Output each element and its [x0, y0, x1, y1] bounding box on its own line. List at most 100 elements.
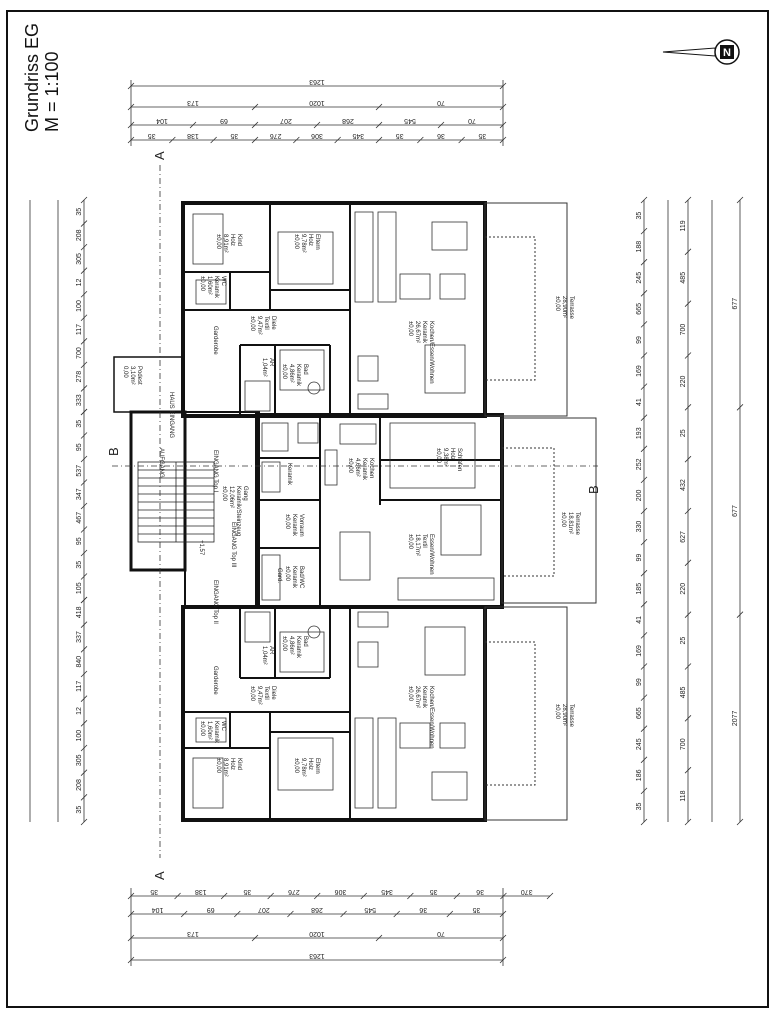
top-chain-a-dimension-label: 138: [187, 132, 199, 139]
bottom-chain-a-dimension-tick: [500, 892, 507, 900]
left-bottom-dimension-tick: [80, 621, 88, 628]
room-level: ±0,00: [281, 636, 287, 652]
top-sub-dimension-label: 70: [437, 99, 445, 106]
left-bottom-dimension-label: 840: [76, 656, 83, 668]
bottom-chain-a-dimension-tick: [267, 892, 274, 900]
room-finish: Holz: [449, 448, 455, 460]
right-chain-a-dimension-label: 665: [636, 303, 643, 315]
left-mid-dimension-label: 537: [76, 465, 83, 477]
left-bottom-dimension-tick: [80, 720, 88, 727]
section-lines: [112, 165, 598, 858]
top-chain-b-dimension-label: 207: [280, 117, 292, 124]
right-chain-a-dimension-label: 99: [636, 554, 643, 562]
room-name: Terrasse: [574, 512, 580, 536]
room-area: 9,38m²: [442, 448, 448, 467]
left-bottom-dimension-label: 117: [76, 681, 83, 692]
room-level: 0,00: [122, 366, 128, 378]
room-name: Terrasse: [568, 296, 574, 320]
right-chain-a-dimension-label: 245: [636, 272, 643, 284]
room-level: ±0,00: [249, 316, 255, 332]
bottom-chain-b-dimension-tick: [287, 910, 294, 918]
bottom-chain-b-dimension-label: 545: [364, 906, 376, 913]
right-chain-a-dimension-tick: [640, 290, 648, 297]
left-top-dimension-tick: [80, 267, 88, 274]
right-chain-b-dimension-tick: [684, 715, 692, 722]
interior-walls-top: [185, 205, 351, 414]
room-level: ±0,00: [249, 686, 255, 702]
room-name: AR: [268, 646, 274, 655]
top-chain-a-dimension-tick: [458, 136, 465, 144]
top-chain-b-dimension-label: 545: [404, 117, 416, 124]
bottom-chain-a-dimension-tick: [220, 892, 228, 900]
room-level: ±0,00: [284, 566, 290, 582]
furniture-top: [192, 211, 468, 412]
room-level: ±0,00: [554, 296, 560, 312]
room-area: 9,78m²: [300, 758, 306, 777]
right-chain-a-dimension-tick: [640, 632, 648, 639]
top-chain-a-dimension-label: 306: [311, 132, 323, 139]
left-bottom-dimension-label: 418: [76, 606, 83, 618]
room-finish: Keramik: [421, 686, 427, 709]
right-chain-b-dimension-tick: [684, 248, 692, 256]
top-sub-dimension-tick: [375, 103, 383, 111]
room-label: Garderobe: [212, 326, 218, 355]
interior-walls-middle: [259, 417, 500, 605]
left-bottom-dimension-label: 208: [76, 779, 83, 791]
left-top-dimension-label: 117: [76, 324, 83, 335]
room-area: 8,91m²: [222, 758, 228, 777]
right-chain-b-dimension-tick: [684, 611, 692, 618]
bottom-chain-a-dimension-label: 276: [288, 888, 300, 895]
left-mid-dimension-label: 105: [76, 582, 83, 594]
room-area: 28,90m²: [561, 296, 567, 318]
bottom-chain-a-dimension-tick: [174, 892, 181, 900]
room-finish: Textil: [263, 686, 269, 700]
top-chain-b-dimension-tick: [499, 121, 507, 129]
room-finish: Textil: [263, 316, 269, 330]
room-level: ±0,00: [215, 758, 221, 774]
right-chain-b-dimension-label: 700: [680, 324, 687, 336]
right-chain-a-dimension-label: 193: [636, 427, 643, 439]
room-level: ±0,00: [560, 512, 566, 528]
bottom-chain-b-dimension-label: 69: [207, 906, 215, 913]
section-mark-a-top: A: [152, 151, 167, 160]
right-chain-a-dimension-tick: [640, 756, 648, 764]
building-walls: [113, 201, 504, 822]
right-chain-a-dimension-tick: [640, 694, 648, 701]
top-chain-a-dimension-tick: [127, 136, 135, 144]
room-name: Gard.: [276, 568, 282, 583]
right-chain-a-dimension-label: 188: [636, 241, 643, 253]
right-chain-b-dimension-tick: [684, 559, 692, 567]
right-chain-a-dimension-label: 41: [636, 616, 643, 624]
room-name: Kochen: [368, 458, 374, 478]
room-finish: Keramik: [421, 321, 427, 344]
top-chain-a-dimension-tick: [334, 136, 341, 144]
section-mark-a-bottom: A: [152, 871, 167, 880]
room-name: Podest: [136, 366, 142, 385]
room-finish: Holz: [229, 234, 235, 246]
room-name: Gang: [242, 486, 248, 501]
room-area: 1,04m²: [261, 646, 267, 665]
left-bottom-dimension-label: 305: [76, 754, 83, 766]
right-chain-a-dimension-label: 99: [636, 336, 643, 344]
right-chain-a-dimension-label: 169: [636, 645, 643, 657]
left-top-dimension-label: 278: [76, 371, 83, 383]
right-chain-a-dimension-tick: [640, 476, 648, 484]
right-overall-dimension-tick: [736, 196, 744, 204]
left-mid-dimension-label: 347: [76, 488, 83, 500]
right-chain-a-dimension-tick: [640, 601, 648, 608]
room-area: 4,86m²: [288, 636, 294, 655]
top-chain-a-dimension-tick: [375, 136, 383, 144]
right-chain-a-dimension-tick: [640, 818, 648, 826]
room-level: ±0,00: [221, 486, 227, 502]
right-chain-a-dimension-tick: [640, 414, 648, 421]
top-chain-b-dimension-label: 69: [220, 117, 228, 124]
left-mid-dimension-tick: [80, 479, 88, 486]
right-chain-b-dimension-label: 220: [680, 583, 687, 595]
right-chain-b-dimension-label: 119: [680, 220, 687, 231]
room-name: Vorraum: [298, 514, 304, 537]
bottom-chain-a-dimension-tick: [407, 892, 414, 900]
bottom-overall-dimension-label: 1263: [309, 952, 325, 959]
